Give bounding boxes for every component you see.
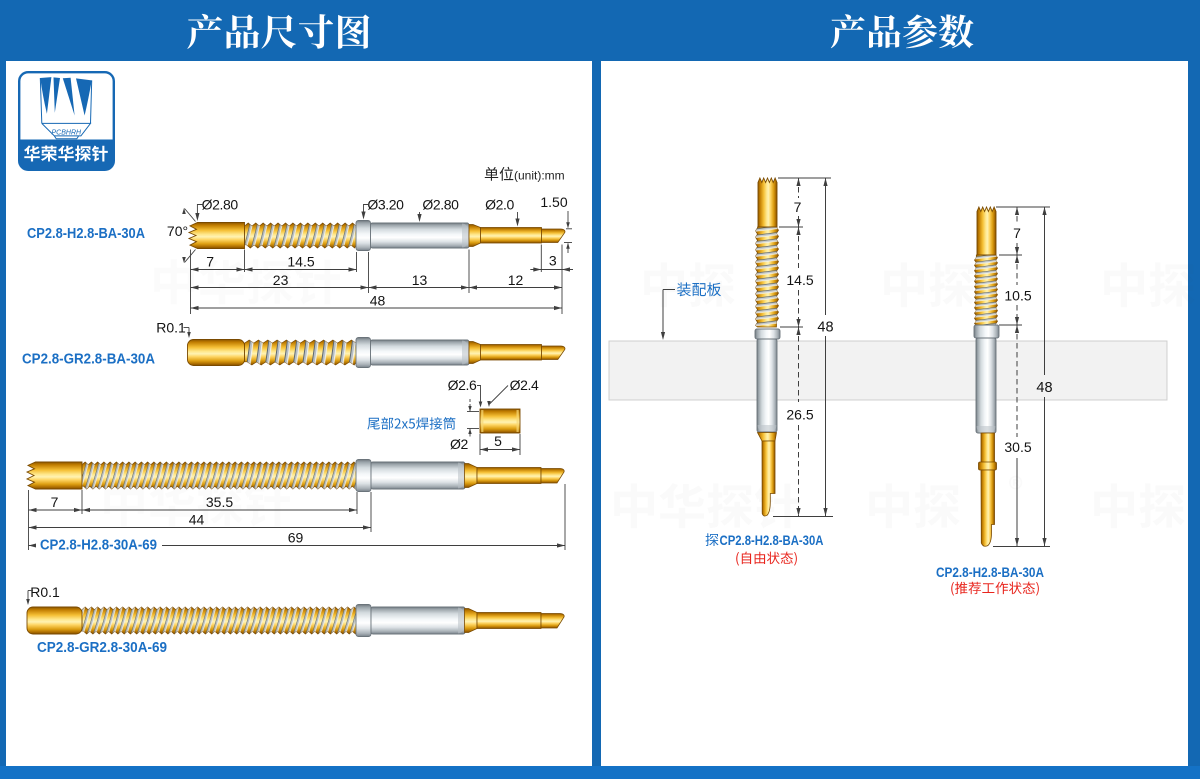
svg-text:5: 5 (494, 433, 502, 449)
svg-text:70°: 70° (167, 223, 188, 239)
svg-text:(unit):mm: (unit):mm (514, 169, 565, 183)
svg-text:10.5: 10.5 (1004, 288, 1031, 304)
svg-text:Ø3.20: Ø3.20 (367, 197, 404, 213)
svg-text:Ø2.6: Ø2.6 (448, 377, 477, 393)
svg-text:PCBHRH: PCBHRH (52, 130, 83, 137)
svg-text:CP2.8-H2.8-BA-30A: CP2.8-H2.8-BA-30A (936, 565, 1044, 580)
svg-text:14.5: 14.5 (287, 254, 314, 270)
svg-text:48: 48 (1036, 380, 1052, 396)
svg-text:14.5: 14.5 (786, 272, 813, 288)
svg-text:7: 7 (206, 254, 214, 270)
svg-text:Ø2: Ø2 (450, 436, 468, 452)
svg-text:CP2.8-H2.8-BA-30A: CP2.8-H2.8-BA-30A (720, 533, 824, 548)
svg-text:69: 69 (288, 530, 304, 546)
svg-text:48: 48 (370, 293, 386, 309)
svg-text:35.5: 35.5 (206, 494, 233, 510)
svg-text:7: 7 (1013, 225, 1021, 241)
svg-text:1.50: 1.50 (540, 194, 567, 210)
svg-text:3: 3 (549, 253, 557, 269)
svg-text:Ø2.0: Ø2.0 (485, 197, 514, 213)
svg-text:23: 23 (273, 272, 289, 288)
svg-text:CP2.8-H2.8-30A-69: CP2.8-H2.8-30A-69 (40, 538, 157, 554)
svg-text:R0.1: R0.1 (156, 320, 186, 336)
svg-text:13: 13 (412, 272, 428, 288)
svg-text:R0.1: R0.1 (30, 584, 60, 600)
svg-text:Ø2.80: Ø2.80 (422, 197, 459, 213)
svg-text:7: 7 (51, 494, 59, 510)
svg-text:CP2.8-H2.8-BA-30A: CP2.8-H2.8-BA-30A (27, 226, 145, 242)
svg-text:Ø2.4: Ø2.4 (510, 377, 539, 393)
svg-text:7: 7 (794, 199, 802, 215)
svg-text:44: 44 (189, 512, 205, 528)
svg-text:26.5: 26.5 (786, 407, 813, 423)
svg-text:CP2.8-GR2.8-30A-69: CP2.8-GR2.8-30A-69 (37, 640, 167, 656)
svg-text:Ø2.80: Ø2.80 (202, 197, 239, 213)
svg-text:48: 48 (817, 320, 833, 336)
svg-text:CP2.8-GR2.8-BA-30A: CP2.8-GR2.8-BA-30A (22, 352, 155, 368)
svg-text:12: 12 (508, 272, 524, 288)
svg-text:30.5: 30.5 (1004, 439, 1031, 455)
